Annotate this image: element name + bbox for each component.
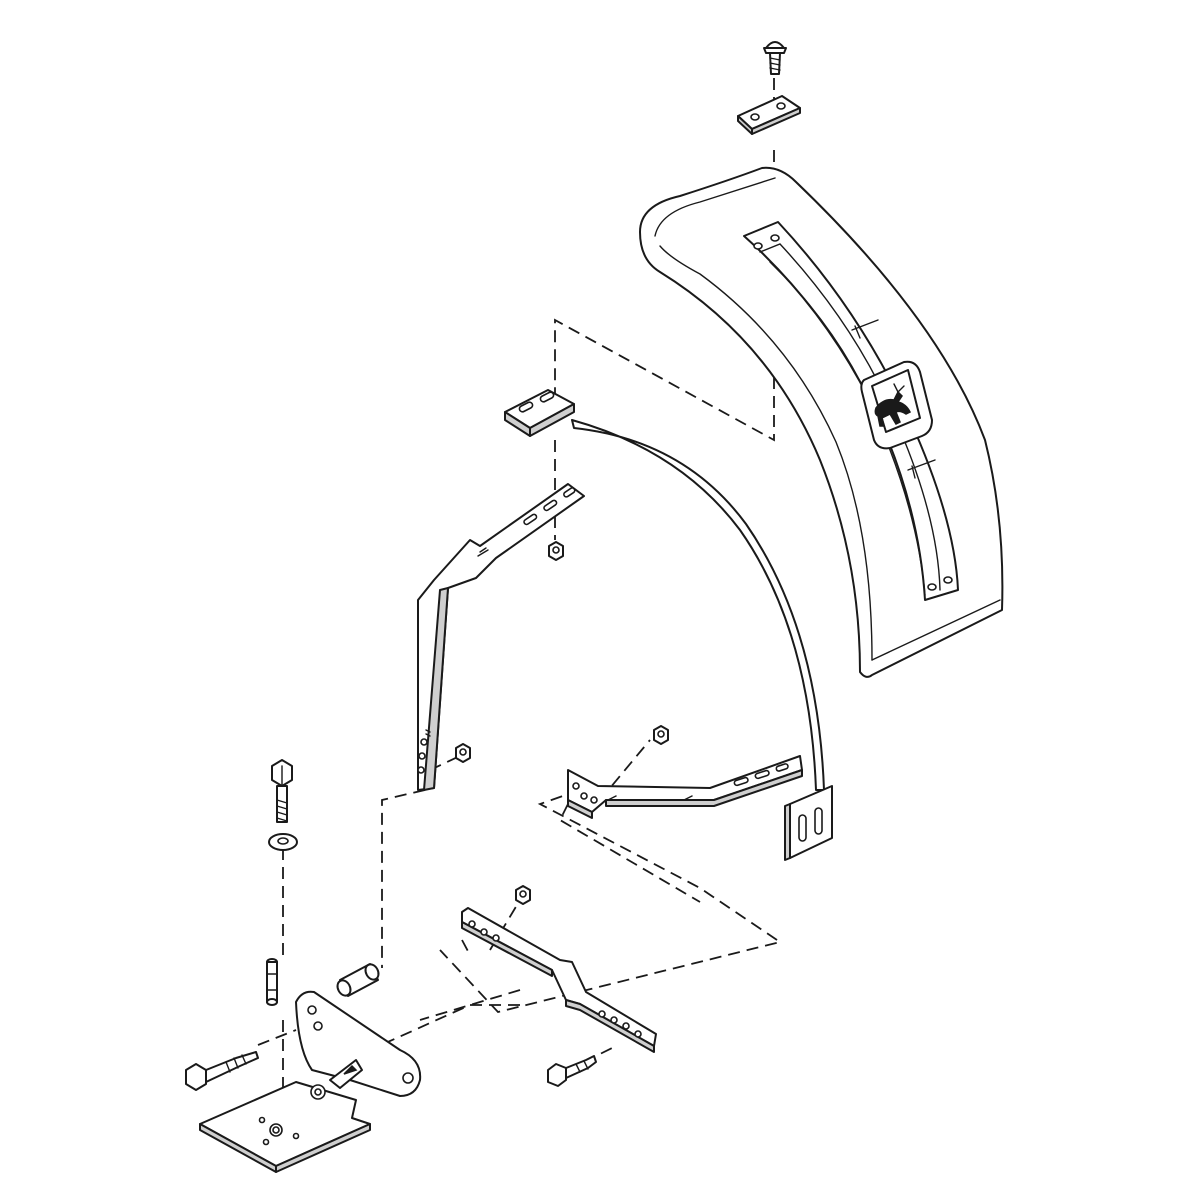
lower-fender-bracket-icon	[567, 755, 803, 819]
support-arm-icon	[461, 907, 657, 1053]
hex-nut-icon	[515, 885, 531, 905]
hex-nut-icon	[548, 541, 564, 561]
fender-brace-rod-icon	[504, 389, 833, 861]
hex-bolt-icon	[271, 759, 293, 823]
assembly-lines	[257, 78, 783, 1110]
spacer-stud-icon	[266, 958, 278, 1006]
lag-bolt-long-icon	[185, 1051, 259, 1091]
carriage-bolt-top-icon	[763, 41, 787, 75]
mounting-base-plate-icon	[199, 990, 422, 1173]
hex-nut-icon	[653, 725, 669, 745]
upper-fender-bracket-icon	[417, 483, 585, 791]
lag-bolt-short-icon	[547, 1055, 597, 1087]
fender-shell-icon	[639, 166, 1004, 678]
top-clamp-plate-icon	[737, 95, 801, 135]
deer-logo-icon	[860, 360, 933, 450]
flat-washer-icon	[268, 833, 298, 851]
spacer-bushing-icon	[336, 963, 380, 997]
hex-nut-icon	[455, 743, 471, 763]
